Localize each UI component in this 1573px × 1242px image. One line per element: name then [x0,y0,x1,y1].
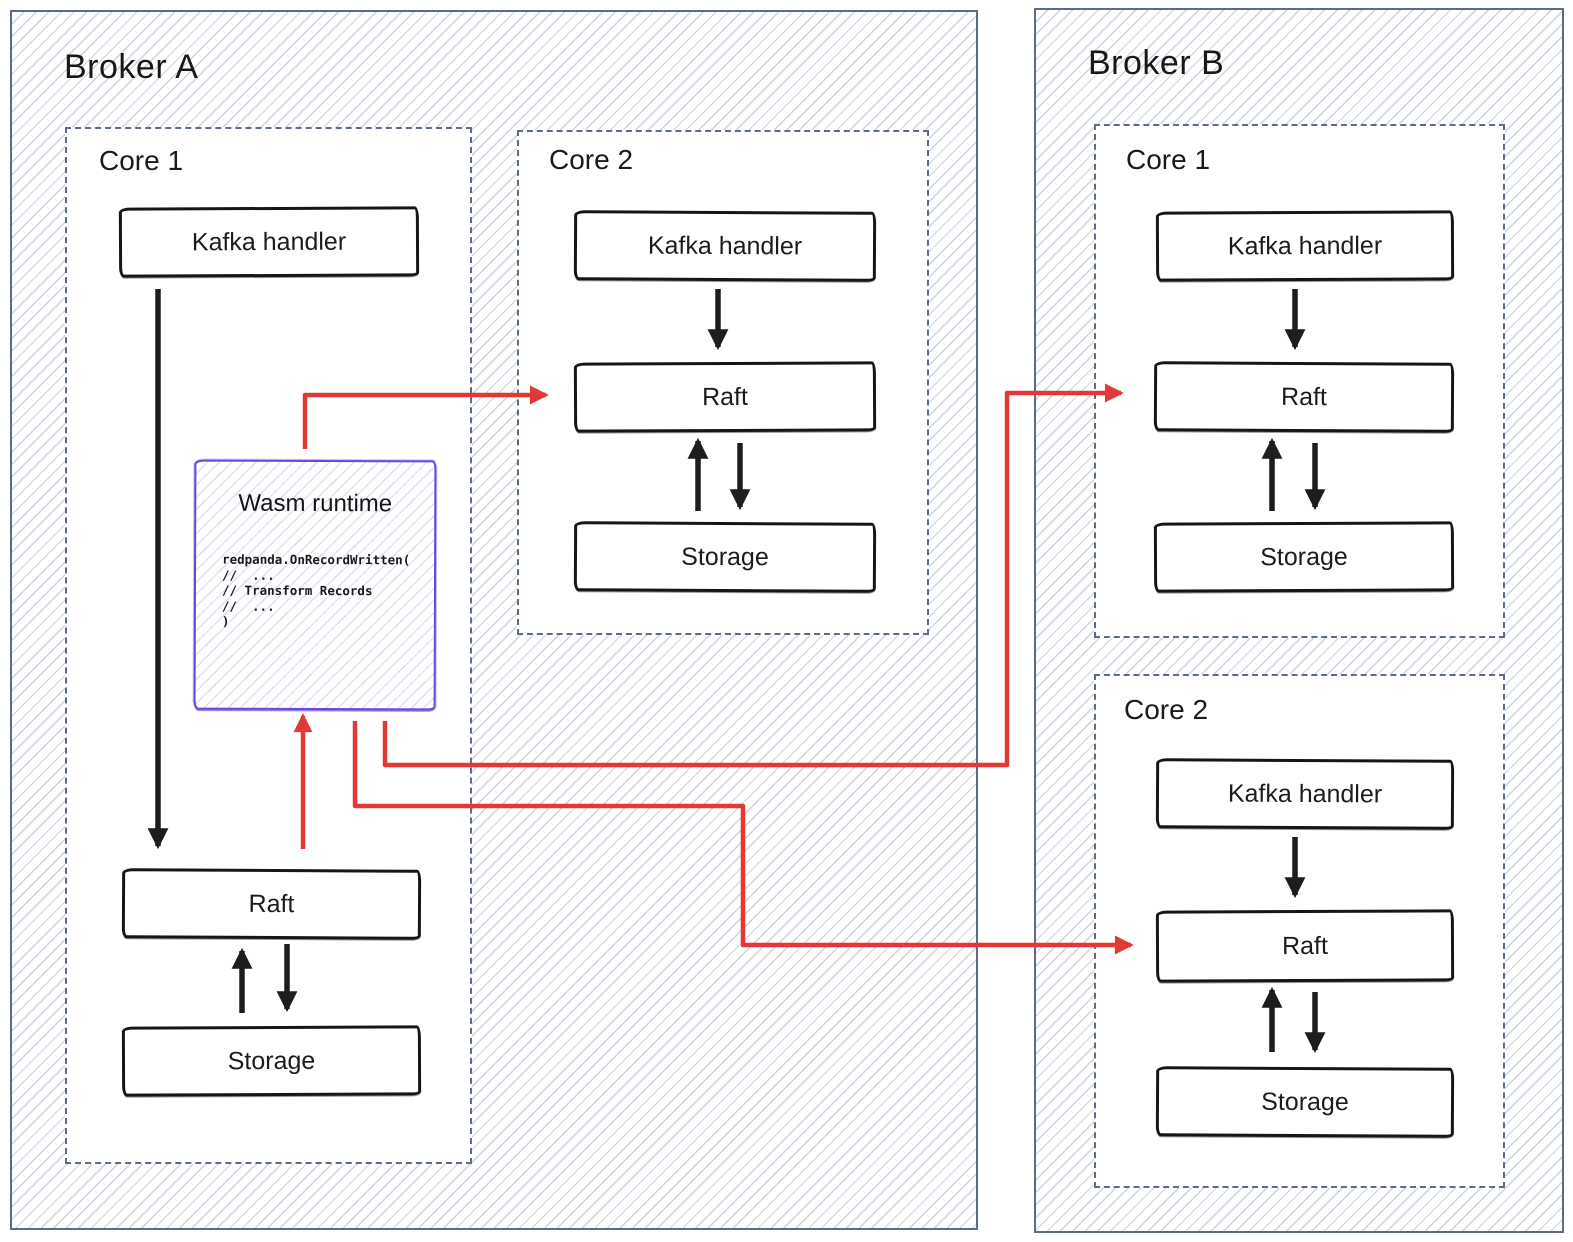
wasm-runtime-code: redpanda.OnRecordWritten( // ... // Tran… [221,551,411,629]
broker-a-core2-kafka-handler-box: Kafka handler [573,210,877,282]
broker-a-core2-raft-box: Raft [573,361,877,433]
broker-a-core1-storage-box: Storage [121,1025,422,1097]
broker-b-core1-storage-box: Storage [1153,521,1455,593]
storage-label: Storage [227,1046,316,1075]
raft-label: Raft [1281,931,1328,960]
broker-b-core1-kafka-handler-box: Kafka handler [1155,210,1455,282]
broker-a-core-1-label: Core 1 [99,145,184,176]
broker-a-core1-kafka-handler-box: Kafka handler [118,206,420,278]
raft-label: Raft [248,889,295,918]
kafka-handler-label: Kafka handler [647,231,803,260]
wasm-runtime-box: Wasm runtime redpanda.OnRecordWritten( /… [193,459,437,711]
broker-b-core-2: Core 2 Kafka handler Raft Storage [1094,674,1505,1188]
storage-label: Storage [1260,542,1348,571]
broker-a-core-2-label: Core 2 [549,144,634,175]
kafka-handler-label: Kafka handler [191,227,347,256]
broker-a-core-1: Core 1 Kafka handler Wasm runtime redpan… [65,127,472,1164]
broker-b-core2-storage-box: Storage [1155,1066,1455,1138]
broker-a-core-2: Core 2 Kafka handler Raft Storage [517,130,929,635]
kafka-handler-label: Kafka handler [1227,231,1383,260]
broker-b-core-2-label: Core 2 [1124,694,1209,725]
kafka-handler-label: Kafka handler [1227,779,1383,808]
storage-label: Storage [681,542,769,571]
broker-a-core1-raft-box: Raft [121,868,422,940]
broker-a-title: Broker A [64,48,199,86]
broker-a-core2-storage-box: Storage [573,521,877,593]
raft-label: Raft [701,382,748,411]
broker-b-core2-raft-box: Raft [1155,909,1455,983]
broker-b-core2-kafka-handler-box: Kafka handler [1155,758,1455,830]
wasm-runtime-title: Wasm runtime [238,489,393,518]
broker-b-core1-raft-box: Raft [1153,361,1455,433]
raft-label: Raft [1280,382,1327,411]
storage-label: Storage [1261,1087,1349,1116]
broker-b-frame: Broker B Core 1 Kafka handler Raft Stora… [1034,8,1564,1233]
broker-b-title: Broker B [1088,44,1225,82]
broker-a-frame: Broker A Core 1 Kafka handler Wasm runti… [10,10,978,1230]
broker-b-core-1: Core 1 Kafka handler Raft Storage [1094,124,1505,638]
broker-b-core-1-label: Core 1 [1126,144,1211,175]
